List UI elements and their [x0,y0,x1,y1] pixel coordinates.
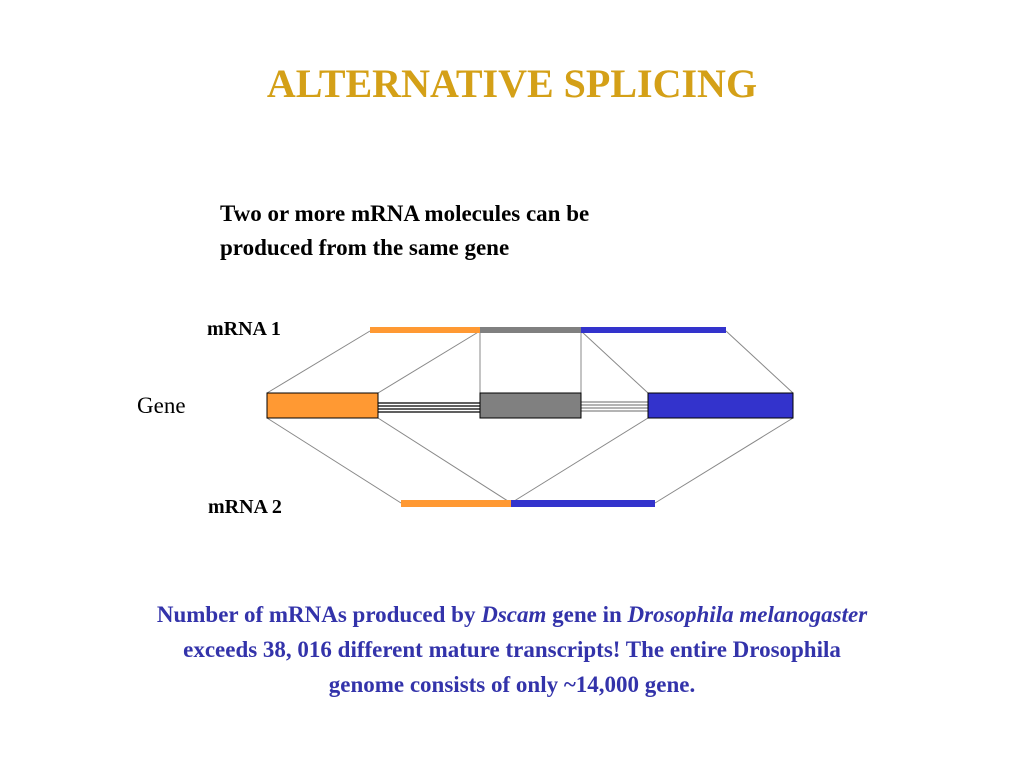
mrna1-connectors [266,330,794,394]
intron-2 [581,401,648,412]
gene-exon-2 [479,392,582,419]
footer-line-2: exceeds 38, 016 different mature transcr… [183,637,841,662]
footer-line-3: genome consists of only ~14,000 gene. [328,672,696,697]
connector-line [725,330,794,394]
gene-structure [266,392,794,419]
connector-line [510,417,649,504]
footer-text-1: Number of mRNAs produced by [156,602,482,627]
gene-label: Gene [137,393,186,418]
intron-1 [378,402,480,413]
mrna2-strip [401,500,655,507]
mrna1-exon-2 [480,327,581,333]
intro-line-2: produced from the same gene [220,235,510,260]
mrna2-connectors [266,417,794,504]
intro-line-1: Two or more mRNA molecules can be [220,201,590,226]
slide-title: ALTERNATIVE SPLICING [266,61,758,106]
mrna1-strip [370,327,726,333]
gene-exon-3 [647,392,794,419]
gene-exon-1 [266,392,379,419]
mrna1-exon-3 [581,327,726,333]
footer-line-1: Number of mRNAs produced by Dscam gene i… [60,597,964,632]
footer-text-2: gene in [546,602,628,627]
mrna2-label: mRNA 2 [208,496,282,518]
connector-line [377,417,512,504]
connector-line [580,330,649,394]
connector-line [266,330,371,394]
footer-italic-species: Drosophila melanogaster [627,602,868,627]
connector-line [266,417,402,504]
mrna2-exon-1 [401,500,511,507]
connector-line [377,330,481,394]
mrna1-label: mRNA 1 [207,318,281,340]
mrna1-exon-1 [370,327,480,333]
footer-italic-dscam: Dscam [481,602,547,627]
footer-text: Number of mRNAs produced by Dscam gene i… [60,597,964,702]
connector-line [654,417,794,504]
intro-text: Two or more mRNA molecules can be produc… [220,197,740,265]
mrna2-exon-3 [511,500,655,507]
